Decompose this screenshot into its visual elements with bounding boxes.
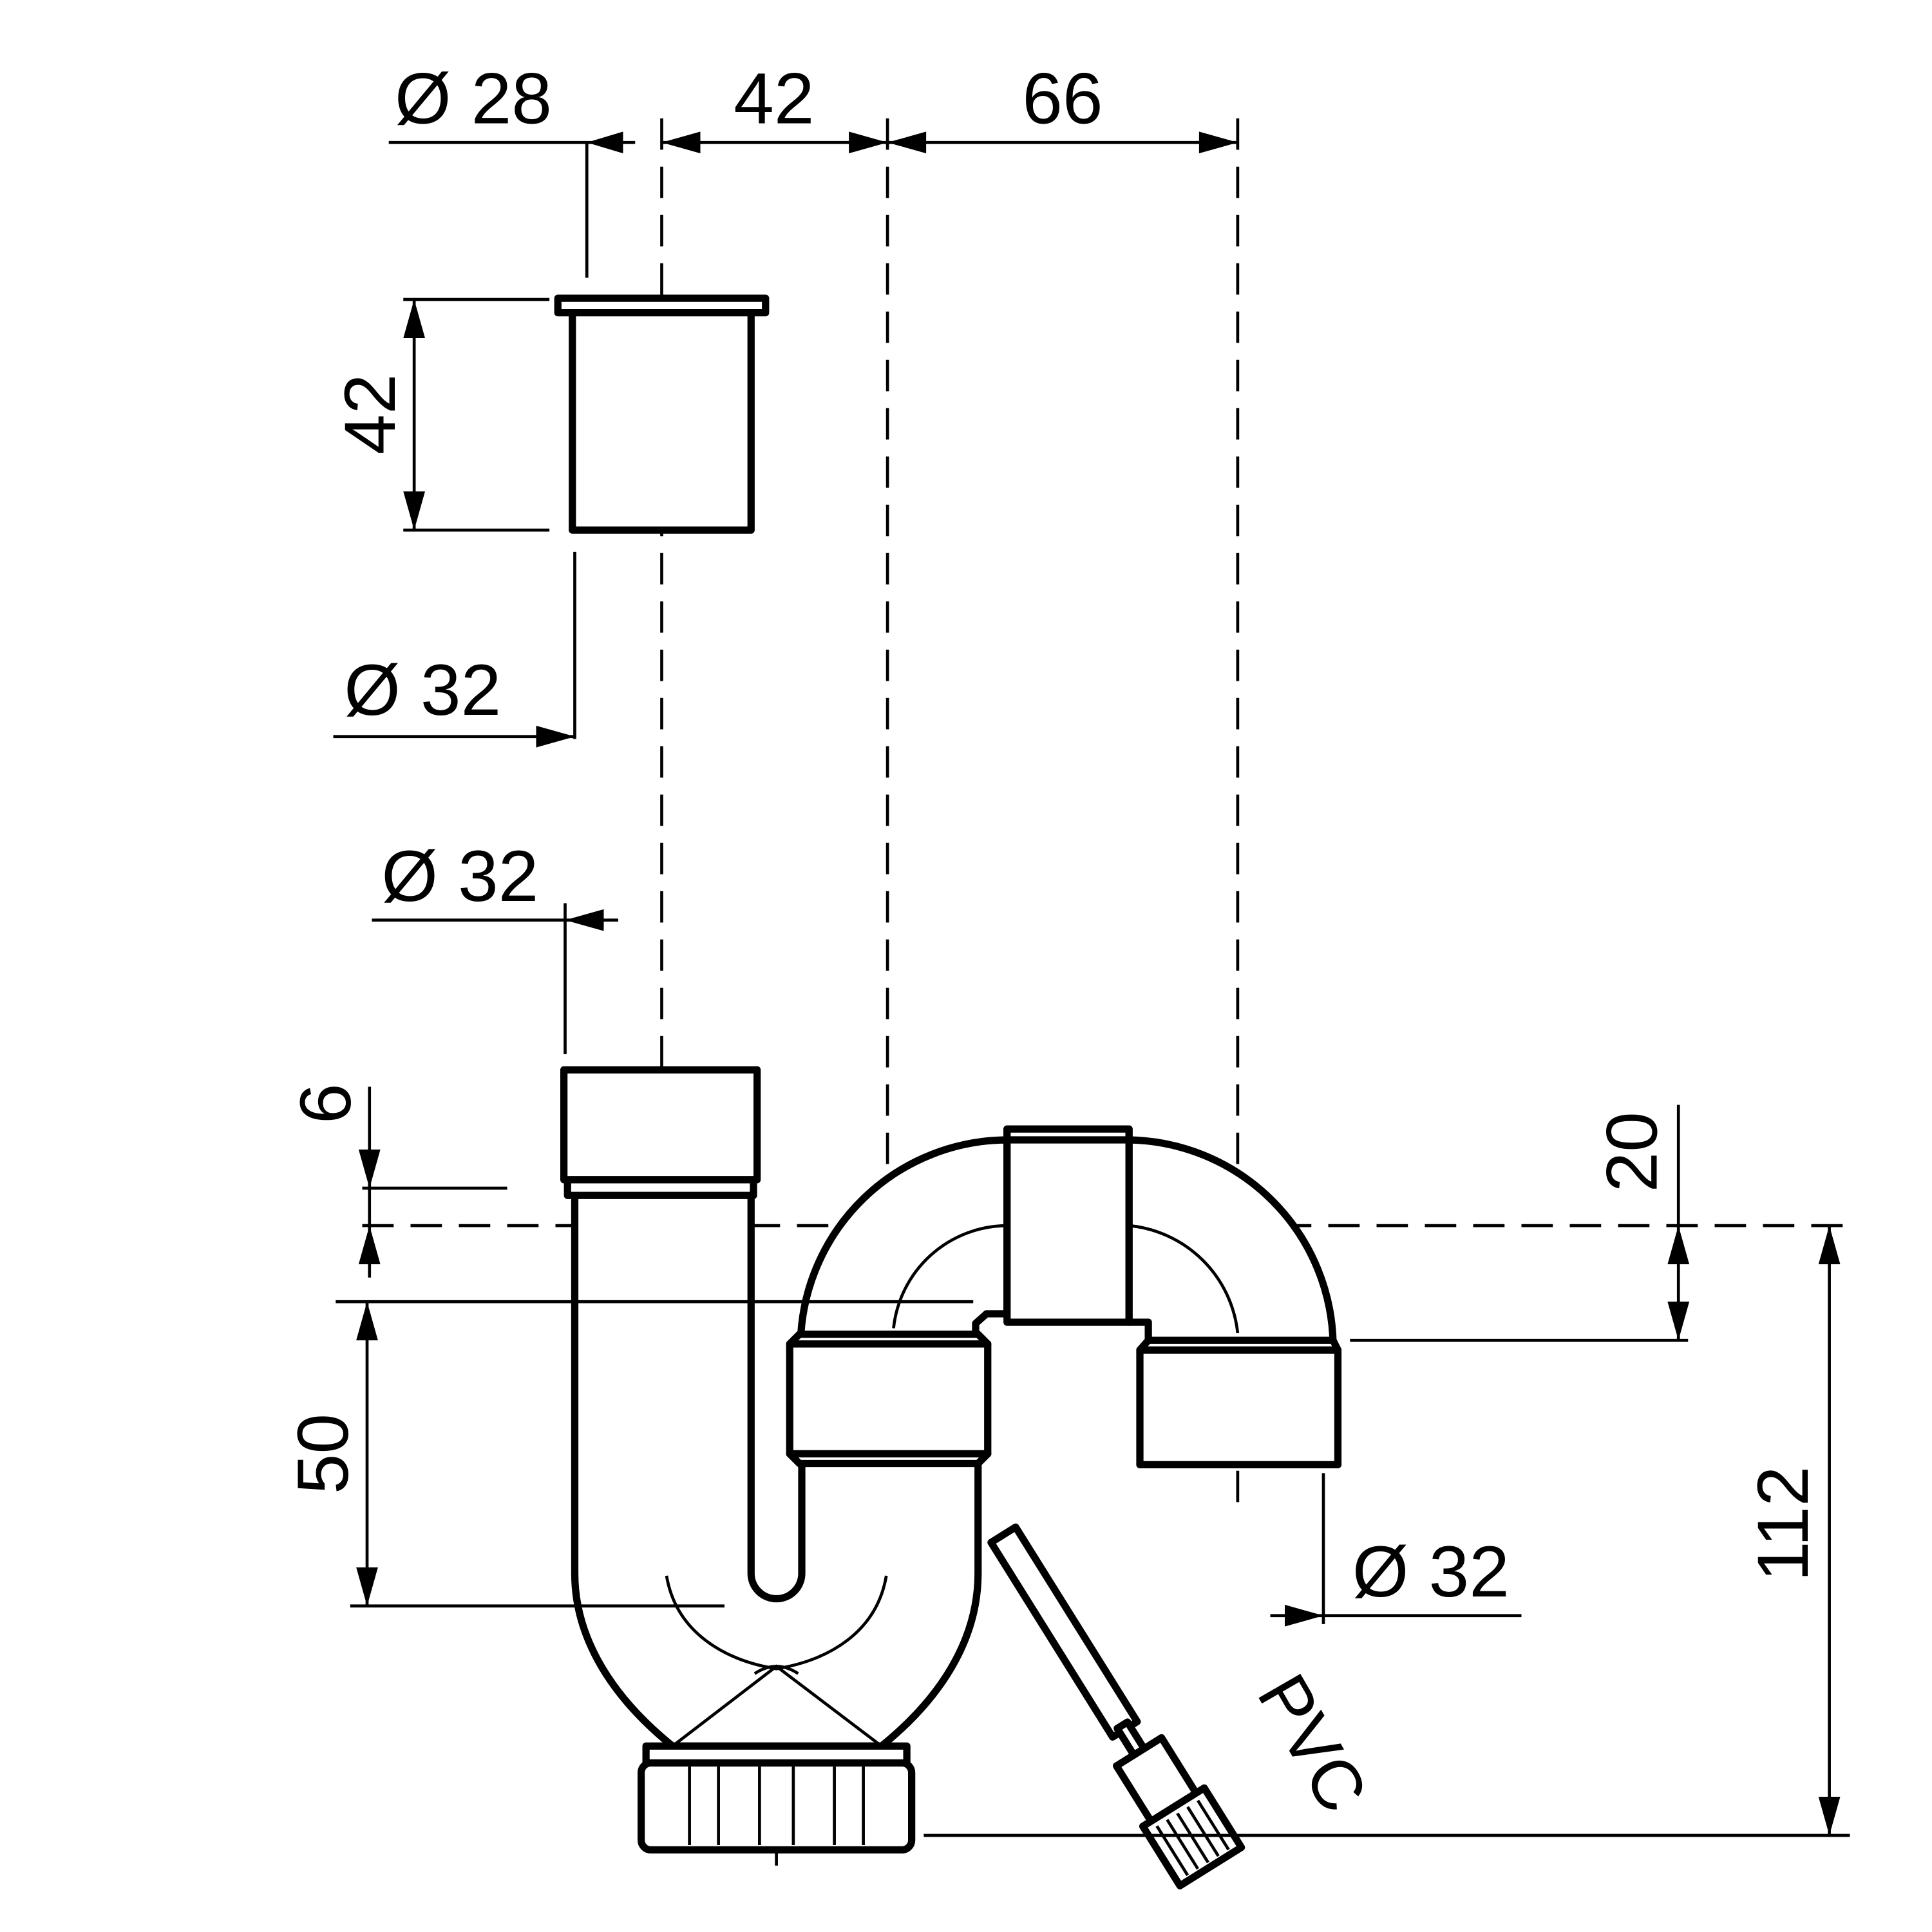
dim-outlet-offset: 66	[1022, 57, 1103, 138]
dim-sleeve-height: 42	[329, 374, 410, 455]
dimension-lines	[333, 131, 1850, 1837]
adapter-sleeve	[554, 294, 770, 534]
dimension-labels: Ø 28 42 66 42 Ø 32 Ø 32 6 50 20 Ø 32 112	[282, 57, 1823, 1612]
siphon-body	[560, 1066, 1342, 1854]
dim-outlet-diameter: Ø 32	[1352, 1531, 1510, 1612]
brush-label: PVC	[1242, 1662, 1382, 1825]
dim-inlet-offset: 42	[734, 57, 814, 138]
glue-brush	[987, 1523, 1245, 1889]
dim-bend-drop: 20	[1591, 1112, 1672, 1192]
dim-trap-inlet-diameter: Ø 32	[381, 835, 538, 916]
dim-total-height: 112	[1742, 1466, 1823, 1582]
top-coupling	[1003, 1125, 1133, 1326]
outlet-coupling	[1136, 1346, 1342, 1468]
left-elbow	[797, 1136, 1011, 1344]
dim-cap-height: 6	[285, 1083, 366, 1124]
inlet-cap	[560, 1066, 761, 1184]
dim-inlet-diameter: Ø 28	[395, 57, 552, 138]
dim-seal-depth: 50	[282, 1414, 363, 1494]
right-elbow	[1125, 1136, 1337, 1354]
left-coupling	[786, 1340, 992, 1458]
dim-sleeve-diameter: Ø 32	[344, 649, 501, 730]
cleanout-nut	[638, 1742, 916, 1854]
